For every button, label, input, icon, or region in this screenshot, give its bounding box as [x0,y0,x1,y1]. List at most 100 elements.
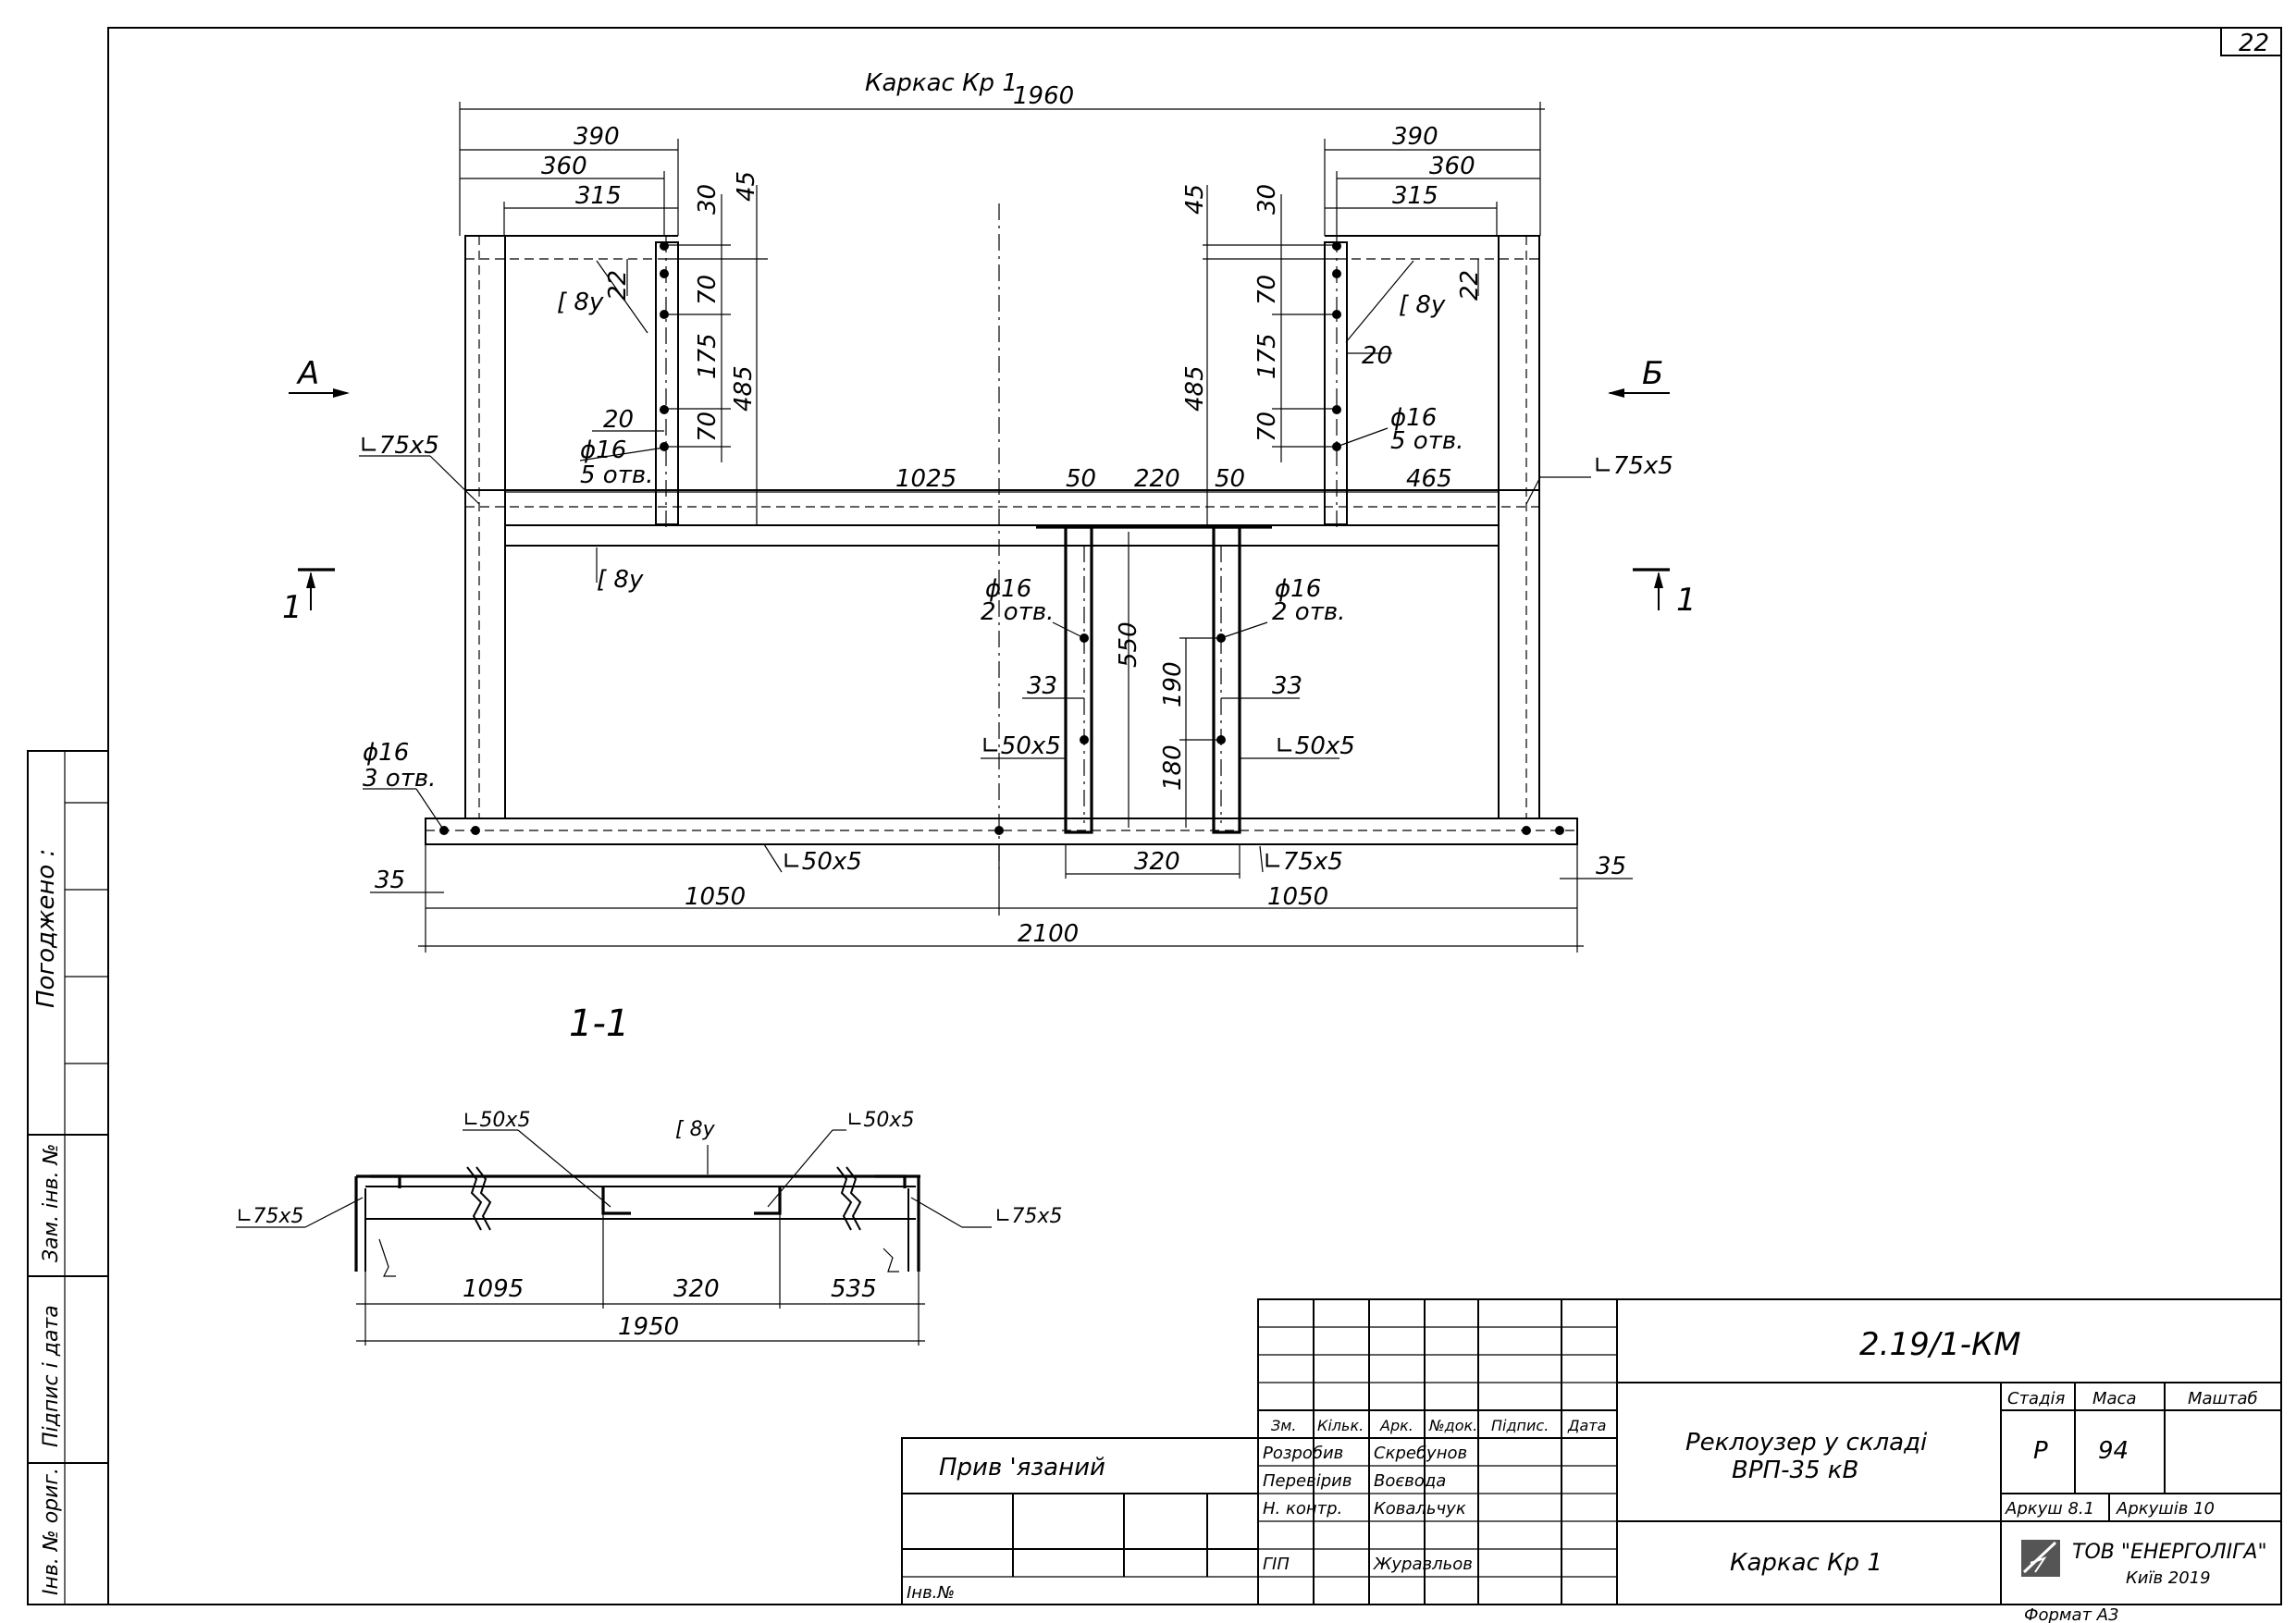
svg-text:[ 8у: [ 8у [675,1118,716,1141]
cut-marker-left: 1 [282,568,335,626]
svg-text:70: 70 [1253,275,1281,305]
svg-text:Розробив: Розробив [1263,1444,1343,1463]
frame-left-post [464,235,506,819]
svg-text:5 отв.: 5 отв. [1390,427,1463,455]
svg-text:465: 465 [1406,465,1452,493]
svg-text:ϕ16: ϕ16 [1390,404,1437,432]
company-city: Київ 2019 [2126,1568,2211,1588]
agreed-label: Погоджено : [32,849,60,1008]
svg-text:390: 390 [574,123,620,151]
svg-text:3 отв.: 3 отв. [363,765,436,793]
svg-text:∟50х5: ∟50х5 [846,1109,914,1132]
svg-text:Маса: Маса [2092,1389,2137,1408]
section-labels: 1095 320 535 1950 ∟50х5 ∟50х5 [ 8у ∟75х5… [236,1109,1062,1341]
svg-text:50: 50 [1066,465,1096,493]
sheet-number-box [2220,27,2282,56]
svg-text:220: 220 [1134,465,1180,493]
dims-center-vert: 550 190 180 33 33 [1022,532,1302,828]
svg-text:2100: 2100 [1018,920,1079,948]
svg-text:50: 50 [1215,465,1245,493]
svg-text:485: 485 [730,365,758,412]
svg-text:∟75х5: ∟75х5 [236,1205,303,1228]
svg-text:70: 70 [1253,412,1281,442]
section-title: 1-1 [569,1002,629,1045]
svg-text:315: 315 [1392,182,1438,210]
svg-text:5 отв.: 5 отв. [580,461,653,489]
frame-right-post [1498,235,1540,819]
svg-text:320: 320 [1134,848,1180,876]
svg-text:22: 22 [1456,270,1484,301]
svg-text:Перевірив: Перевірив [1263,1471,1352,1491]
inv-orig-label: Інв. № ориг. [40,1468,63,1595]
svg-text:315: 315 [575,182,622,210]
svg-text:550: 550 [1115,621,1142,668]
svg-text:190: 190 [1159,661,1187,707]
svg-text:ϕ16: ϕ16 [580,436,626,464]
svg-text:30: 30 [694,184,722,215]
svg-text:ϕ16: ϕ16 [363,739,409,767]
labels-main: [ 8у [ 8у [ 8у ∟75х5 ∟75х5 20 ϕ16 5 отв.… [359,260,1673,876]
svg-text:1: 1 [282,589,302,626]
svg-text:Журавльов: Журавльов [1373,1555,1473,1574]
svg-text:№док.: №док. [1428,1417,1477,1434]
svg-text:ϕ16: ϕ16 [1275,575,1321,603]
left-bolt-strip [655,236,679,527]
svg-text:20: 20 [1362,342,1392,370]
svg-text:∟75х5: ∟75х5 [359,432,439,460]
svg-text:1025: 1025 [895,465,957,493]
center-right-angle [1212,525,1241,834]
mid-channel [465,489,1539,547]
svg-text:Аркуш 8.1: Аркуш 8.1 [2005,1499,2094,1518]
svg-text:Підпис.: Підпис. [1491,1417,1549,1434]
project-line-1: Реклоузер у складі [1685,1429,1928,1457]
svg-text:70: 70 [694,275,722,305]
svg-text:∟50х5: ∟50х5 [1275,732,1355,760]
svg-text:[ 8у: [ 8у [557,289,604,316]
svg-text:[ 8у: [ 8у [1399,291,1446,319]
svg-text:180: 180 [1159,744,1187,791]
dims-mid: 1025 50 220 50 465 [505,465,1499,493]
svg-text:∟50х5: ∟50х5 [981,732,1061,760]
sign-date-label: Підпис і дата [40,1305,63,1447]
svg-text:Стадія: Стадія [2007,1389,2066,1408]
svg-text:45: 45 [1181,184,1209,215]
svg-text:∟50х5: ∟50х5 [463,1109,530,1132]
svg-text:320: 320 [673,1275,720,1303]
svg-text:390: 390 [1392,123,1438,151]
svg-text:∟50х5: ∟50х5 [782,848,862,876]
svg-text:А: А [296,355,319,392]
svg-text:1095: 1095 [463,1275,524,1303]
svg-text:∟75х5: ∟75х5 [1593,452,1673,480]
format-label: Формат А3 [2024,1605,2119,1623]
dims-vert-left: 30 45 70 175 70 485 22 [604,171,768,525]
svg-text:35: 35 [1596,853,1626,880]
svg-text:Кільк.: Кільк. [1317,1417,1364,1434]
svg-text:1: 1 [1676,582,1697,619]
svg-text:35: 35 [375,867,405,894]
svg-text:Аркушів 10: Аркушів 10 [2116,1499,2215,1518]
svg-text:1050: 1050 [1267,883,1328,911]
center-left-angle [1064,525,1093,834]
dim-1960: 1960 [459,82,1545,236]
svg-text:Дата: Дата [1567,1417,1606,1434]
dims-bottom: 35 1050 1050 320 35 2100 [370,844,1633,953]
svg-text:ГІП: ГІП [1263,1555,1290,1574]
svg-text:30: 30 [1253,184,1281,215]
side-stamp: Погоджено : Зам. інв. № Підпис і дата Ін… [27,750,109,1605]
svg-text:∟75х5: ∟75х5 [1263,848,1343,876]
svg-text:45: 45 [733,171,760,202]
svg-text:360: 360 [541,153,587,180]
svg-text:22: 22 [604,270,632,301]
svg-text:Маштаб: Маштаб [2188,1389,2258,1408]
svg-text:70: 70 [694,412,722,442]
svg-text:360: 360 [1429,153,1475,180]
dims-top-right: 390 360 315 [1324,123,1540,236]
view-marker-a: А [289,355,350,398]
svg-text:535: 535 [831,1275,877,1303]
company-logo [2021,1540,2060,1577]
svg-text:485: 485 [1181,365,1209,412]
dims-vert-right: 30 45 70 175 70 485 22 [1181,184,1484,525]
svg-text:94: 94 [2098,1437,2129,1465]
drawing-title: Каркас Кр 1 [865,69,1018,97]
